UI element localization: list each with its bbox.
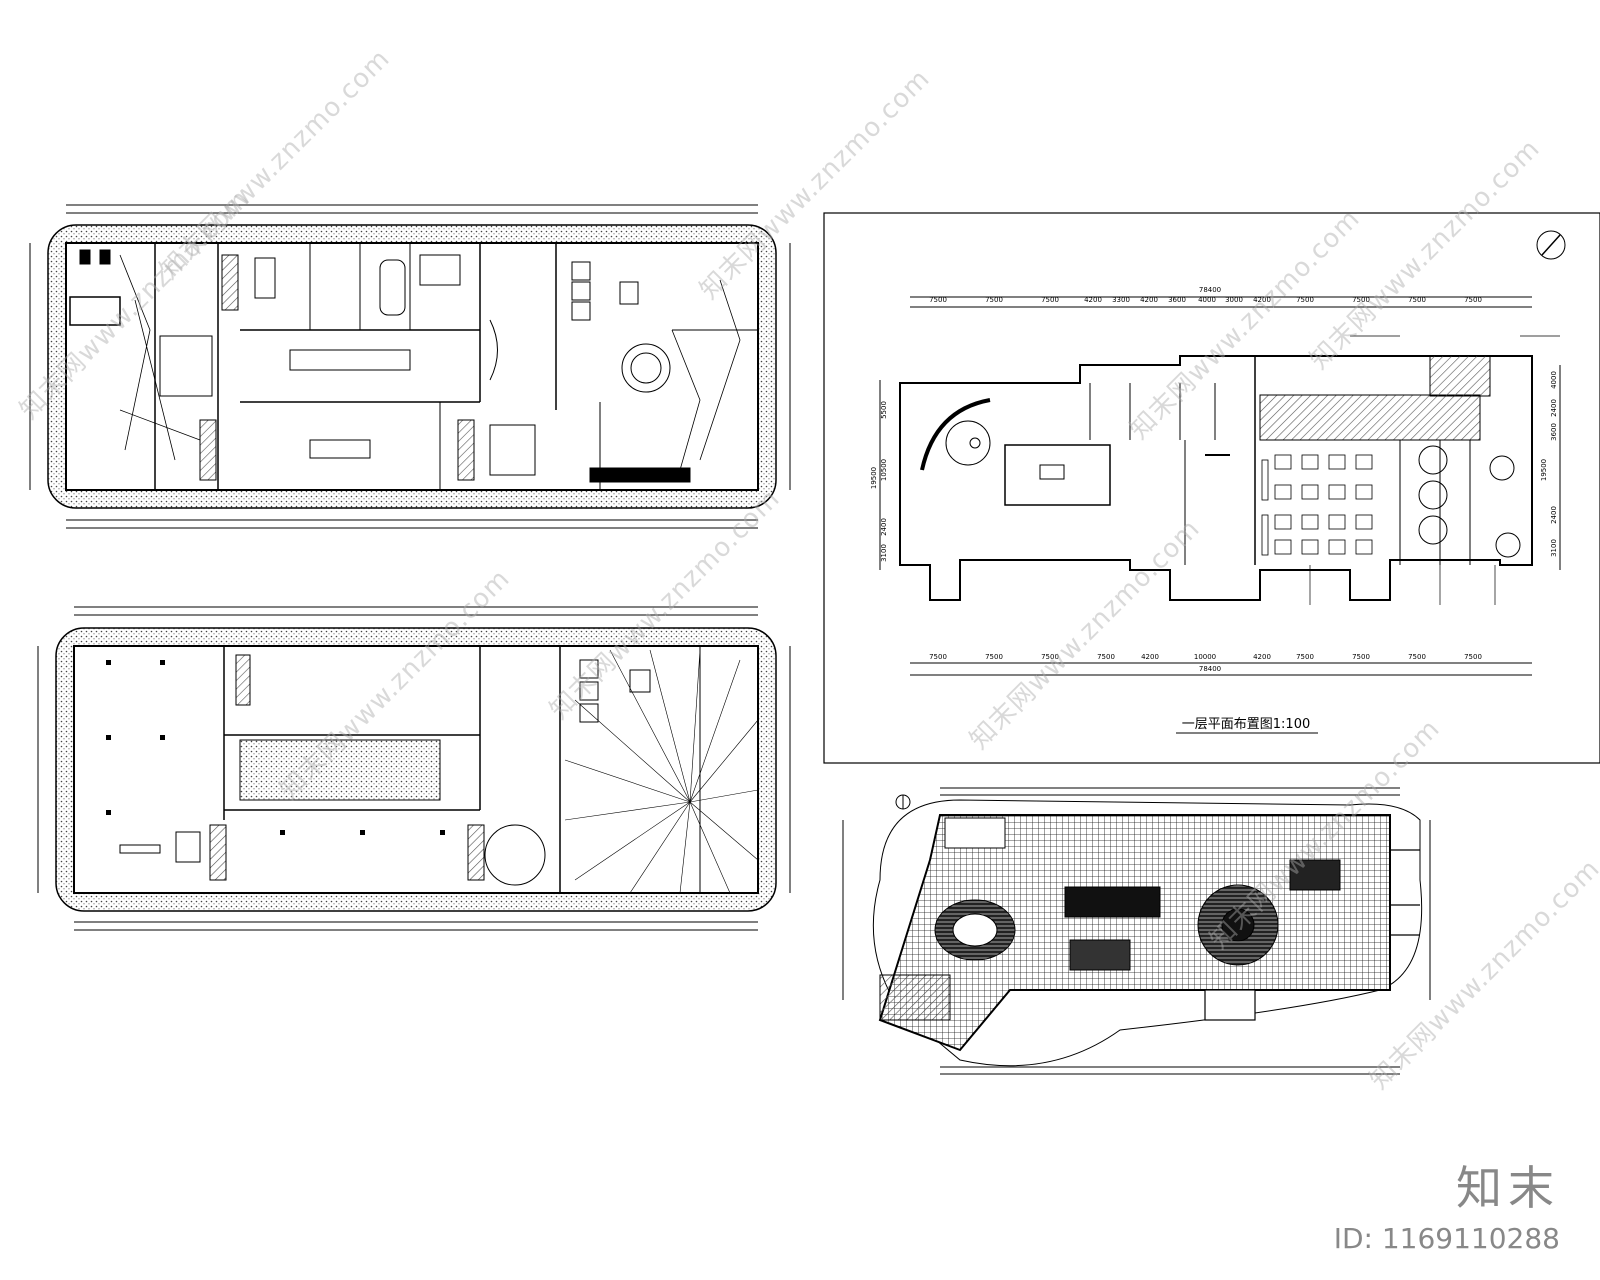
dim-top-11: 7500	[1352, 296, 1370, 304]
dim-left-3: 3100	[880, 544, 888, 562]
dim-right-1: 2400	[1550, 399, 1558, 417]
dim-bottom-1: 7500	[985, 653, 1003, 661]
dim-top-4: 3300	[1112, 296, 1130, 304]
dim-bottom-0: 7500	[929, 653, 947, 661]
dim-top-8: 3000	[1225, 296, 1243, 304]
dim-top-12: 7500	[1408, 296, 1426, 304]
dim-right-4: 2400	[1550, 506, 1558, 524]
top-right-dimensions: 78400 7500 7500 7500 4200 3300 4200 3600…	[870, 286, 1558, 673]
radial-ceiling-lines	[564, 649, 759, 894]
dim-bottom-total: 78400	[1199, 665, 1221, 673]
dim-top-7: 4000	[1198, 296, 1216, 304]
dim-left-2: 2400	[880, 518, 888, 536]
dim-top-9: 4200	[1253, 296, 1271, 304]
dim-top-0: 7500	[929, 296, 947, 304]
dim-top-5: 4200	[1140, 296, 1158, 304]
dim-bottom-5: 10000	[1194, 653, 1216, 661]
plan-top-right-frame	[823, 212, 1600, 764]
plan-bottom-left	[37, 606, 791, 931]
dim-top-13: 7500	[1464, 296, 1482, 304]
plan-title: 一层平面布置图1:100	[1182, 717, 1310, 732]
dim-bottom-6: 4200	[1253, 653, 1271, 661]
dim-top-total: 78400	[1199, 286, 1221, 294]
dim-top-6: 3600	[1168, 296, 1186, 304]
dim-right-3: 19500	[1540, 459, 1548, 481]
dim-left-total: 19500	[870, 467, 878, 489]
dim-top-1: 7500	[985, 296, 1003, 304]
dim-right-2: 3600	[1550, 423, 1558, 441]
dim-bottom-7: 7500	[1296, 653, 1314, 661]
dim-bottom-2: 7500	[1041, 653, 1059, 661]
brand-logo-text: 知末	[1456, 1161, 1560, 1215]
dim-left-0: 5500	[880, 401, 888, 419]
dim-left-1: 10500	[880, 459, 888, 481]
dim-top-2: 7500	[1041, 296, 1059, 304]
dim-top-3: 4200	[1084, 296, 1102, 304]
asset-id-label: ID: 1169110288	[1333, 1222, 1560, 1255]
dim-top-10: 7500	[1296, 296, 1314, 304]
plan-bottom-right	[842, 787, 1431, 1075]
dim-bottom-4: 4200	[1141, 653, 1159, 661]
dim-bottom-9: 7500	[1408, 653, 1426, 661]
dim-right-0: 4000	[1550, 371, 1558, 389]
dim-bottom-3: 7500	[1097, 653, 1115, 661]
plan-top-left	[29, 204, 791, 529]
dim-bottom-8: 7500	[1352, 653, 1370, 661]
dining-tables	[1261, 454, 1373, 556]
dim-right-5: 3100	[1550, 539, 1558, 557]
dim-bottom-10: 7500	[1464, 653, 1482, 661]
